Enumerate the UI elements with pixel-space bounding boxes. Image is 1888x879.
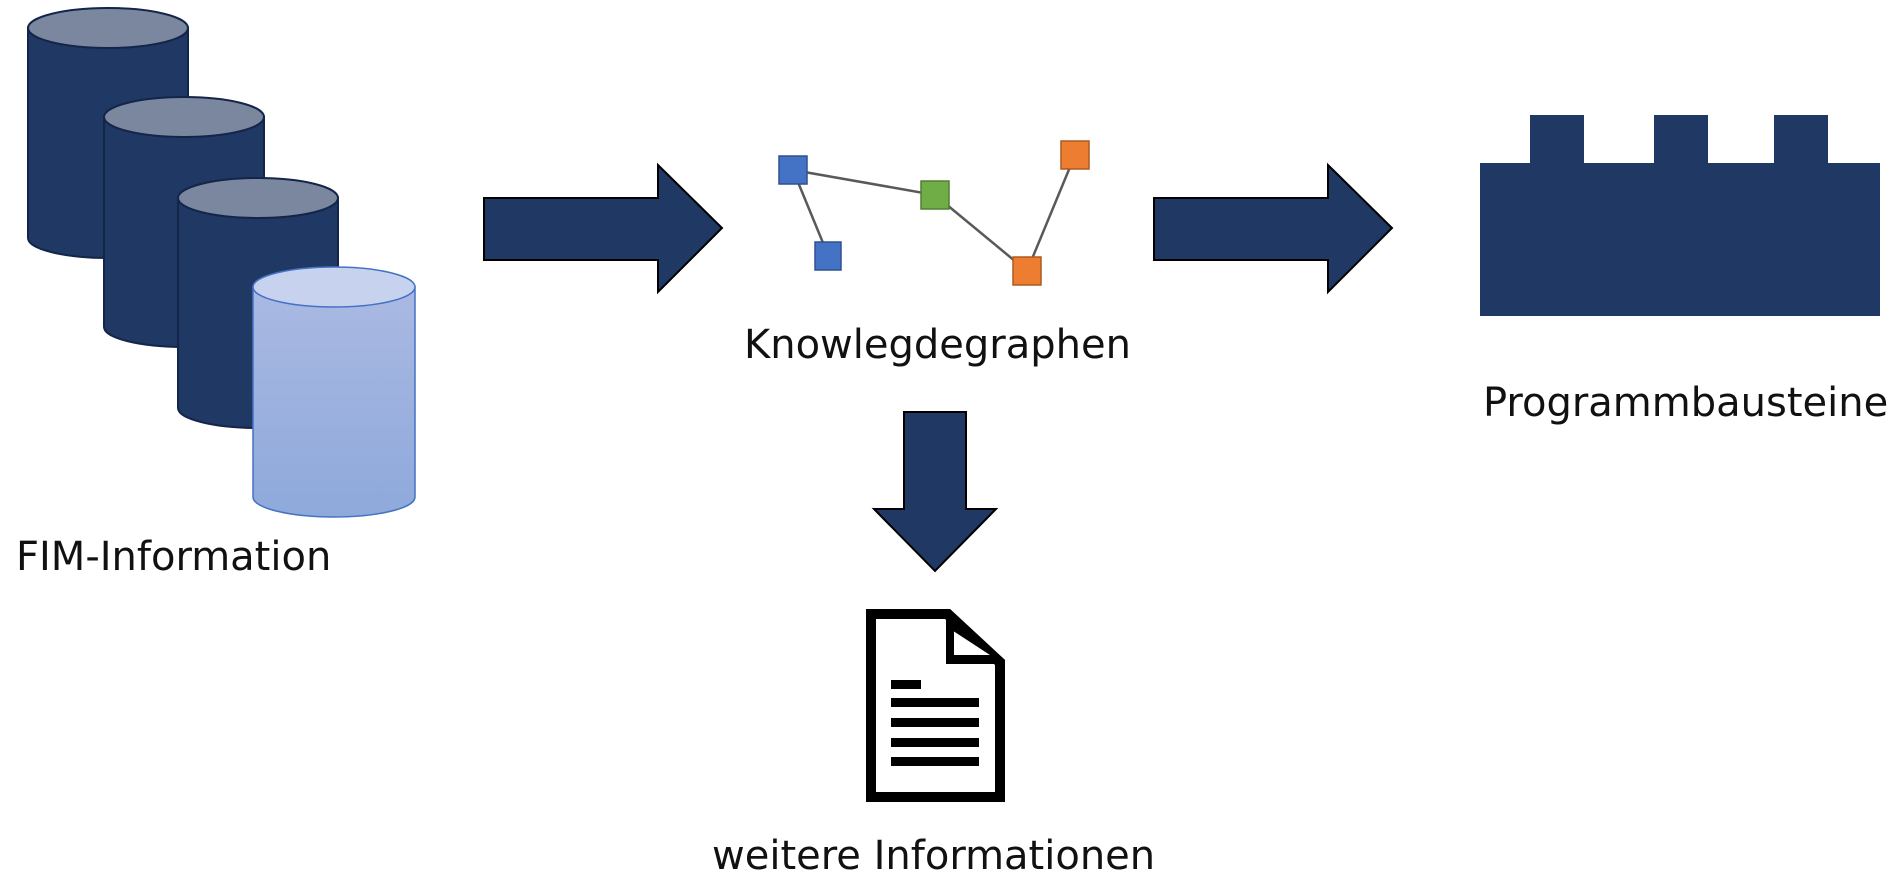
document-icon — [866, 609, 1005, 802]
knowledge-graph-icon — [778, 140, 1090, 286]
brick-stud-3 — [1774, 115, 1828, 165]
graph-node-green — [920, 180, 950, 210]
further-information-label: weitere Informationen — [712, 833, 1156, 879]
brick-stud-2 — [1654, 115, 1708, 165]
lego-brick-icon — [1480, 115, 1880, 316]
brick-body — [1480, 163, 1880, 316]
program-blocks-label: Programmbausteine — [1483, 380, 1888, 426]
database-stack-icon — [27, 7, 416, 518]
fim-information-label: FIM-Information — [16, 534, 332, 580]
arrow-right-2 — [1153, 162, 1394, 295]
arrow-down — [871, 411, 999, 573]
knowledge-graphs-label: Knowlegdegraphen — [744, 322, 1131, 368]
graph-node-blue-1 — [778, 155, 808, 185]
graph-node-blue-2 — [814, 241, 842, 271]
graph-node-orange-1 — [1060, 140, 1090, 170]
graph-node-orange-2 — [1012, 256, 1042, 286]
database-cylinder-highlight — [252, 266, 416, 518]
arrow-right-1 — [483, 162, 724, 295]
brick-stud-1 — [1530, 115, 1584, 165]
